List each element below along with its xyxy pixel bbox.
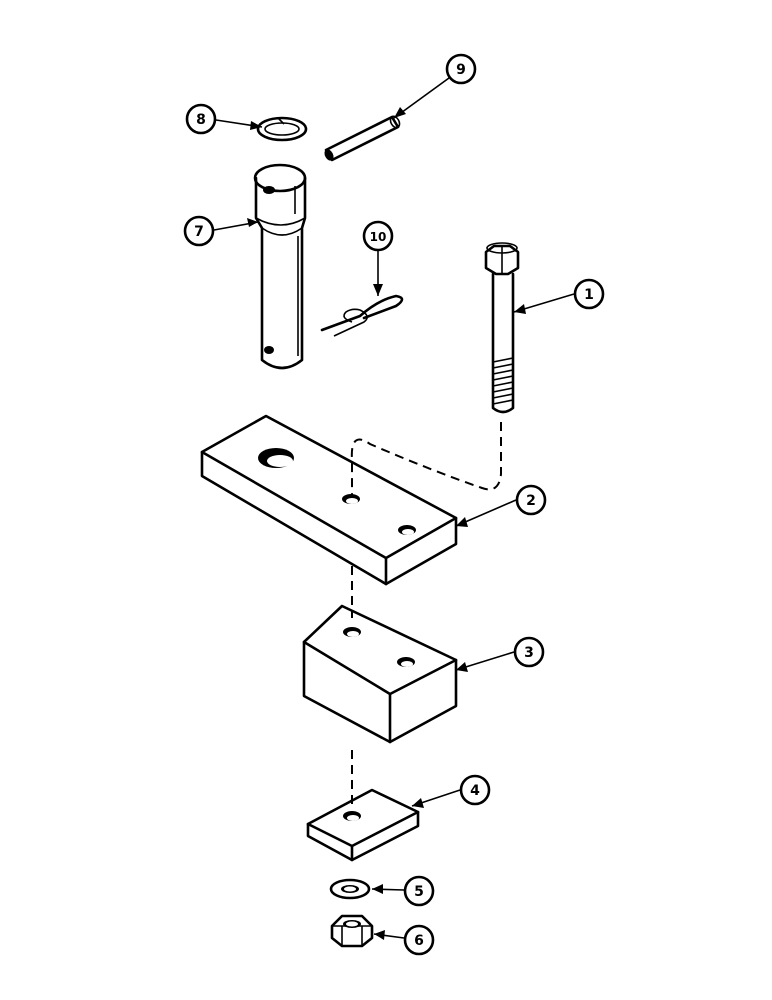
callout-8: 8: [185, 103, 217, 135]
callout-4: 4: [459, 774, 491, 806]
spacer-block-part: [302, 604, 458, 744]
callout-3: 3: [513, 636, 545, 668]
callout-4-label: 4: [470, 783, 480, 799]
callout-9-label: 9: [456, 62, 466, 78]
lower-plate-part: [306, 788, 420, 862]
callout-9: 9: [445, 53, 477, 85]
cotter-pin-part: [320, 294, 404, 337]
assembly-path-bolt: [350, 422, 502, 496]
callout-5: 5: [403, 875, 435, 907]
callout-3-label: 3: [524, 645, 534, 661]
bolt-part: [484, 242, 520, 414]
callout-6-label: 6: [414, 933, 424, 949]
roll-pin-part: [324, 115, 401, 162]
callout-10: 10: [362, 220, 394, 252]
upper-plate-part: [200, 414, 458, 586]
callout-1-label: 1: [584, 287, 594, 303]
callout-7-label: 7: [194, 224, 204, 240]
callout-1: 1: [573, 278, 605, 310]
callout-7: 7: [183, 215, 215, 247]
callout-2-label: 2: [526, 493, 536, 509]
leader-arrowheads: [247, 107, 526, 940]
callout-8-label: 8: [196, 112, 206, 128]
lock-washer-part: [329, 878, 371, 900]
callout-10-label: 10: [370, 230, 387, 244]
callout-5-label: 5: [414, 884, 424, 900]
hex-nut-part: [330, 914, 374, 948]
snap-ring-part: [256, 116, 308, 142]
callout-6: 6: [403, 924, 435, 956]
callout-2: 2: [515, 484, 547, 516]
pin-part: [253, 163, 307, 370]
